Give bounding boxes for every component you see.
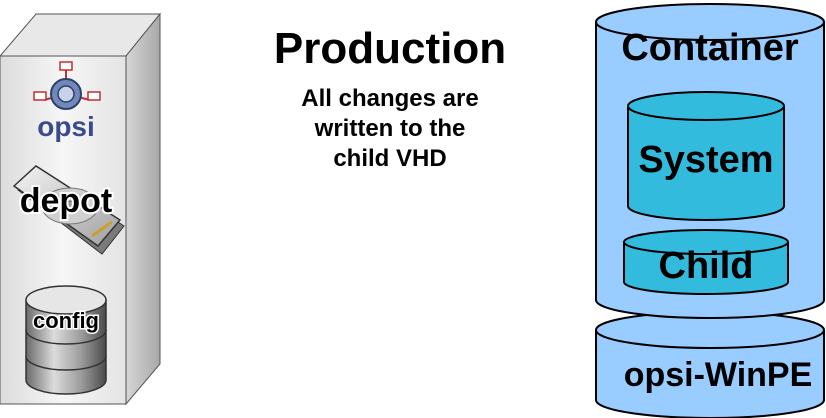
winpe-label: opsi-WinPE — [624, 356, 813, 394]
child-label: Child — [659, 245, 754, 287]
system-cylinder — [627, 91, 785, 221]
database-icon — [25, 285, 107, 395]
server-side-face — [125, 12, 161, 406]
winpe-cylinder — [595, 311, 825, 418]
config-label: config — [33, 308, 99, 333]
child-cylinder — [623, 229, 789, 295]
opsi-logo-text: opsi — [37, 111, 95, 142]
diagram-title: Production — [273, 24, 507, 73]
container-label: Container — [621, 27, 799, 69]
depot-label: depot — [20, 182, 113, 220]
description-line: child VHD — [333, 145, 447, 172]
hard-drive-icon — [12, 165, 125, 255]
description-line: All changes are — [301, 85, 479, 112]
opsi-logo: opsi — [33, 61, 101, 142]
network-icon — [33, 61, 101, 110]
description: All changes are written to the child VHD — [260, 84, 520, 174]
description-line: written to the — [314, 115, 466, 142]
system-label: System — [638, 139, 773, 181]
